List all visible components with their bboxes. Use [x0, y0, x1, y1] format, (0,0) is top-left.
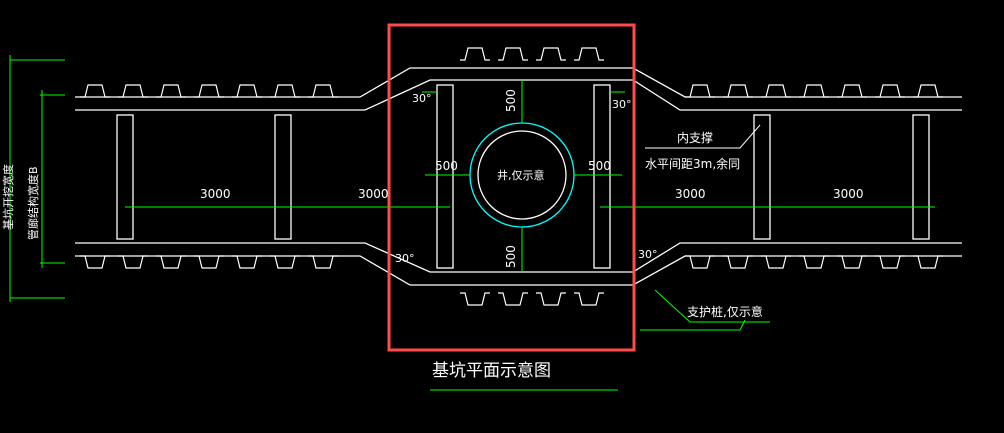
pile: [232, 84, 262, 98]
dim-offset-left: 500: [435, 159, 458, 173]
pile: [80, 84, 110, 98]
top-inner-wall: [75, 79, 962, 111]
pile: [194, 84, 224, 98]
bottom-inner-wall: [75, 242, 962, 273]
pile: [270, 84, 300, 98]
pile: [723, 255, 753, 269]
pile: [799, 84, 829, 98]
pile: [913, 255, 943, 269]
struts: [116, 84, 930, 269]
top-outer-wall: [75, 67, 962, 98]
pile: [536, 47, 566, 61]
pile: [308, 84, 338, 98]
dim-right-1: 3000: [675, 187, 706, 201]
angle-bottom-left: 30°: [395, 252, 415, 265]
angle-bottom-right: 30°: [638, 248, 658, 261]
pile: [837, 84, 867, 98]
well-label: 井,仅示意: [497, 168, 545, 182]
pile: [913, 84, 943, 98]
angle-top-right: 30°: [612, 98, 632, 111]
drawing-title: 基坑平面示意图: [432, 361, 551, 381]
pile: [232, 255, 262, 269]
pile: [156, 84, 186, 98]
strut-label: 内支撑: [677, 130, 713, 145]
highlight-box: [387, 23, 636, 352]
pile: [308, 255, 338, 269]
bottom-outer-wall: [75, 255, 962, 286]
pile: [574, 47, 604, 61]
pile: [799, 255, 829, 269]
pile: [761, 255, 791, 269]
pile: [837, 255, 867, 269]
strut-leader: [645, 124, 761, 149]
pile-label: 支护桩,仅示意: [687, 304, 763, 319]
dim-left-1: 3000: [200, 187, 231, 201]
dim-offset-bottom: 500: [504, 245, 518, 268]
pile: [156, 255, 186, 269]
pile: [460, 292, 490, 306]
pile: [498, 47, 528, 61]
pile: [574, 292, 604, 306]
well-inner-circle: [477, 130, 567, 220]
dimension-lines: [9, 55, 935, 391]
pile: [723, 84, 753, 98]
pile: [460, 47, 490, 61]
pile: [761, 84, 791, 98]
strut-note: 水平间距3m,余同: [645, 156, 740, 171]
dim-left-2: 3000: [358, 187, 389, 201]
pile: [194, 255, 224, 269]
pile: [498, 292, 528, 306]
pile: [118, 255, 148, 269]
dim-right-2: 3000: [833, 187, 864, 201]
pile: [536, 292, 566, 306]
pile: [685, 255, 715, 269]
dim-offset-right: 500: [588, 159, 611, 173]
pile: [270, 255, 300, 269]
angle-top-left: 30°: [412, 92, 432, 105]
excavation-walls: [75, 67, 962, 286]
pile: [118, 84, 148, 98]
pile: [80, 255, 110, 269]
outer-width-label: 基坑开挖宽度: [1, 164, 15, 230]
pile: [875, 255, 905, 269]
inner-width-label: 管廊结构宽度B: [26, 166, 40, 240]
pile: [685, 84, 715, 98]
pile: [875, 84, 905, 98]
dim-offset-top: 500: [504, 89, 518, 112]
